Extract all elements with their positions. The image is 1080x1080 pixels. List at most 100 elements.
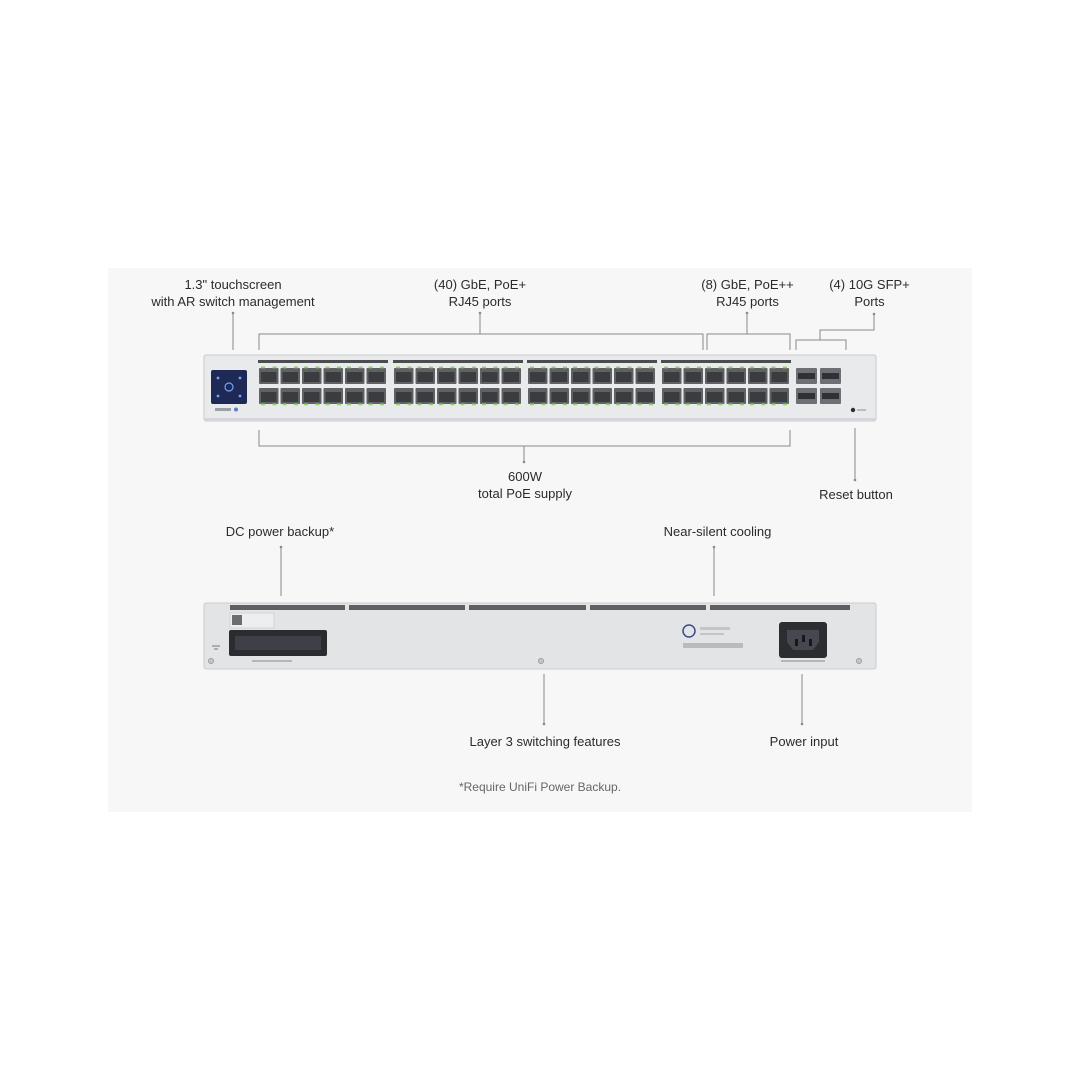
leader-dot bbox=[542, 722, 546, 726]
port-led bbox=[261, 403, 265, 406]
rj45-port-opening bbox=[728, 392, 744, 402]
port-led bbox=[649, 403, 653, 406]
dc-connector-pins bbox=[235, 636, 321, 650]
sfp-port-group bbox=[796, 368, 841, 404]
vent-gaps bbox=[345, 604, 710, 611]
rj45-port-opening bbox=[685, 392, 701, 402]
rj45-port-opening bbox=[347, 392, 363, 402]
port-led bbox=[584, 366, 589, 369]
port-led bbox=[429, 366, 433, 369]
port-led bbox=[493, 366, 498, 369]
port-led bbox=[718, 366, 723, 369]
port-led bbox=[407, 403, 412, 406]
port-led bbox=[472, 403, 476, 406]
port-led bbox=[728, 366, 733, 369]
port-led bbox=[697, 403, 701, 406]
rj45-port-opening bbox=[439, 392, 455, 402]
port-led bbox=[573, 403, 577, 406]
port-led bbox=[417, 403, 422, 406]
model-text bbox=[700, 633, 724, 635]
sfp-plus-slot bbox=[822, 393, 839, 399]
rj45-port-opening bbox=[261, 392, 277, 402]
touchscreen-glyph-1 bbox=[216, 376, 220, 380]
ground-symbol bbox=[212, 645, 220, 650]
rj45-port-opening bbox=[347, 372, 363, 382]
rj45-port-opening bbox=[368, 372, 384, 382]
port-led bbox=[541, 403, 546, 406]
screw bbox=[538, 658, 544, 664]
sfp-plus-slot bbox=[798, 373, 815, 379]
callout-poe-supply: 600W total PoE supply bbox=[478, 469, 572, 501]
vent-gap bbox=[465, 604, 469, 611]
rj45-port-opening bbox=[616, 392, 632, 402]
callout-40-gbe-poe-plus: (40) GbE, PoE+ RJ45 ports bbox=[433, 277, 527, 309]
port-led bbox=[482, 366, 486, 369]
leader-dot bbox=[231, 311, 235, 315]
port-led bbox=[325, 403, 330, 406]
port-led bbox=[606, 403, 610, 406]
port-led bbox=[761, 403, 766, 406]
rj45-port-opening bbox=[728, 372, 744, 382]
rj45-port-opening bbox=[304, 392, 320, 402]
port-led bbox=[627, 403, 632, 406]
port-led bbox=[551, 366, 556, 369]
rj45-port-opening bbox=[664, 392, 680, 402]
rj45-port-opening bbox=[460, 392, 476, 402]
port-led bbox=[380, 366, 384, 369]
port-led bbox=[530, 403, 534, 406]
port-led bbox=[450, 366, 455, 369]
leader-dot bbox=[872, 312, 876, 316]
port-led bbox=[761, 366, 766, 369]
port-led bbox=[728, 403, 733, 406]
port-led bbox=[771, 403, 776, 406]
port-group-strip bbox=[527, 360, 657, 363]
rj45-port-opening bbox=[573, 372, 589, 382]
port-led bbox=[616, 366, 620, 369]
port-led bbox=[541, 366, 546, 369]
vent-gap bbox=[586, 604, 590, 611]
leader-dot bbox=[522, 460, 526, 464]
port-led bbox=[407, 366, 412, 369]
front-chassis-bottom-shadow bbox=[204, 418, 876, 421]
port-led bbox=[783, 366, 787, 369]
rj45-port-opening bbox=[750, 392, 766, 402]
port-led bbox=[584, 403, 589, 406]
port-led bbox=[358, 403, 363, 406]
rj45-port-opening bbox=[503, 392, 519, 402]
port-led bbox=[750, 366, 754, 369]
port-led bbox=[294, 403, 298, 406]
port-led bbox=[707, 403, 711, 406]
rj45-port-opening bbox=[325, 372, 341, 382]
port-led bbox=[396, 366, 400, 369]
rj45-port-opening bbox=[503, 372, 519, 382]
rj45-port-opening bbox=[325, 392, 341, 402]
port-led bbox=[675, 403, 680, 406]
dc-connector-caption bbox=[252, 660, 292, 662]
port-led bbox=[563, 366, 567, 369]
sfp-plus-slot bbox=[822, 373, 839, 379]
port-led bbox=[573, 366, 577, 369]
port-led bbox=[685, 403, 690, 406]
leader-dots bbox=[231, 311, 876, 726]
port-led bbox=[530, 366, 534, 369]
port-led bbox=[325, 366, 330, 369]
port-led bbox=[460, 403, 465, 406]
touchscreen-icon bbox=[224, 382, 234, 392]
port-led bbox=[740, 366, 744, 369]
vent-gap bbox=[345, 604, 349, 611]
port-led bbox=[637, 403, 642, 406]
port-led bbox=[294, 366, 298, 369]
port-led bbox=[460, 366, 465, 369]
port-led bbox=[707, 366, 711, 369]
bracket-poe-supply bbox=[258, 430, 791, 447]
port-led bbox=[439, 403, 443, 406]
rj45-port-opening bbox=[573, 392, 589, 402]
port-led bbox=[697, 366, 701, 369]
callout-8-gbe-poe-plus-plus: (8) GbE, PoE++ RJ45 ports bbox=[701, 277, 794, 309]
callout-dc-power-backup: DC power backup* bbox=[225, 524, 335, 539]
reset-button bbox=[850, 407, 856, 413]
callout-power-input: Power input bbox=[769, 734, 839, 749]
port-led bbox=[396, 403, 400, 406]
switch-rear-view bbox=[203, 602, 877, 670]
rj45-port-opening bbox=[282, 372, 298, 382]
